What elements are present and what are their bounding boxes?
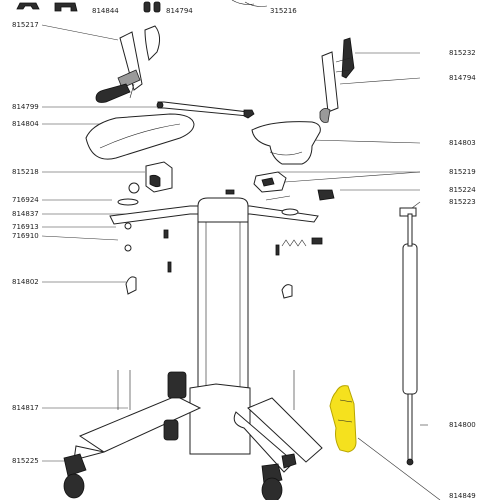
pad-left bbox=[85, 113, 195, 160]
label-716913: 716913 bbox=[12, 223, 39, 231]
mast bbox=[189, 197, 251, 455]
top-parts bbox=[16, 0, 268, 13]
part-labels: 814844 814794 315216 815217 815232 81479… bbox=[12, 7, 476, 500]
seat-right bbox=[251, 121, 321, 165]
label-814802: 814802 bbox=[12, 278, 39, 286]
label-814794-top: 814794 bbox=[166, 7, 193, 15]
label-814849: 814849 bbox=[449, 492, 476, 500]
leader-lines bbox=[41, 24, 441, 500]
label-814817: 814817 bbox=[12, 404, 39, 412]
label-716924: 716924 bbox=[12, 196, 39, 204]
highlighted-part-814849[interactable] bbox=[329, 385, 357, 453]
casters bbox=[63, 453, 297, 500]
label-814804: 814804 bbox=[12, 120, 39, 128]
label-814799: 814799 bbox=[12, 103, 39, 111]
label-315216: 315216 bbox=[270, 7, 297, 15]
label-814803: 814803 bbox=[449, 139, 476, 147]
label-814837: 814837 bbox=[12, 210, 39, 218]
label-815219: 815219 bbox=[449, 168, 476, 176]
label-815223: 815223 bbox=[449, 198, 476, 206]
label-815217: 815217 bbox=[12, 21, 39, 29]
label-815218: 815218 bbox=[12, 168, 39, 176]
right-handle-assembly bbox=[319, 37, 355, 123]
label-814844: 814844 bbox=[92, 7, 119, 15]
brackets bbox=[128, 161, 417, 217]
link-arm bbox=[156, 101, 255, 119]
handle-assembly bbox=[95, 25, 161, 103]
label-815224: 815224 bbox=[449, 186, 476, 194]
base-legs bbox=[73, 370, 323, 473]
label-716910: 716910 bbox=[12, 232, 39, 240]
label-815225: 815225 bbox=[12, 457, 39, 465]
hardware bbox=[124, 189, 323, 299]
label-814794-right: 814794 bbox=[449, 74, 476, 82]
label-815232: 815232 bbox=[449, 49, 476, 57]
gas-strut bbox=[402, 213, 418, 466]
label-814800: 814800 bbox=[449, 421, 476, 429]
